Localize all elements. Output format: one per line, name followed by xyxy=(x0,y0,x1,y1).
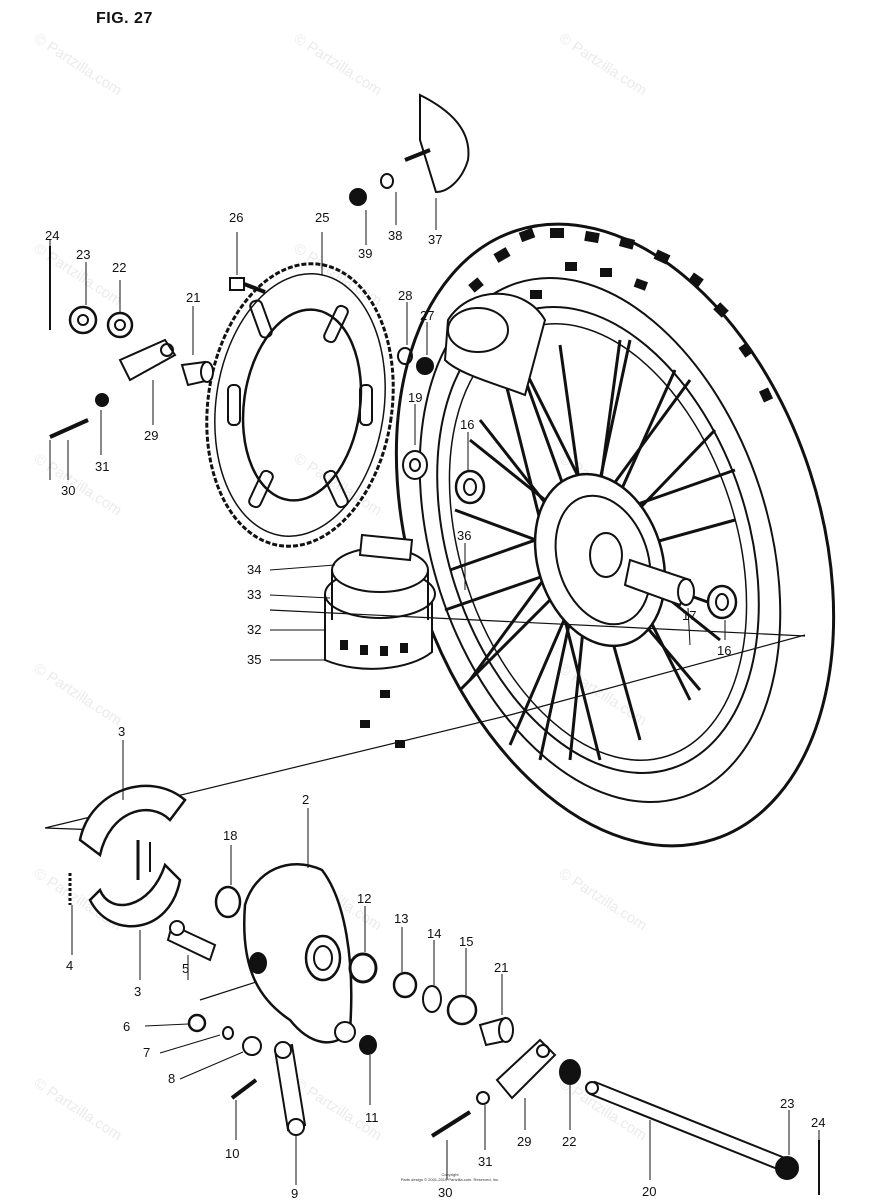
washer xyxy=(422,985,442,1013)
callout: 7 xyxy=(143,1045,150,1060)
brake-panel xyxy=(243,862,356,1044)
chain-adjuster-bottom xyxy=(495,1038,557,1100)
callout: 20 xyxy=(642,1184,656,1199)
callout: 22 xyxy=(562,1134,576,1149)
callout: 24 xyxy=(45,228,59,243)
rear-tire xyxy=(360,222,836,848)
callout: 16 xyxy=(460,417,474,432)
axle-nut xyxy=(775,1156,799,1180)
copyright-line: Parts design © 2001-2019 Partzilla.com. … xyxy=(400,1177,500,1182)
bolt xyxy=(230,1078,258,1100)
callout: 29 xyxy=(144,428,158,443)
callout: 34 xyxy=(247,562,261,577)
nut xyxy=(476,1091,490,1105)
callout: 3 xyxy=(118,724,125,739)
callout: 4 xyxy=(66,958,73,973)
spacer xyxy=(402,450,428,480)
callout: 19 xyxy=(408,390,422,405)
callout: 36 xyxy=(457,528,471,543)
callout-labels: 24 23 22 21 26 25 39 38 37 28 27 19 16 3… xyxy=(45,210,825,1200)
callout: 39 xyxy=(358,246,372,261)
axle-spacer xyxy=(478,1016,514,1047)
callout: 5 xyxy=(182,961,189,976)
leader-lines xyxy=(49,192,820,1185)
callout: 28 xyxy=(398,288,412,303)
callout: 14 xyxy=(427,926,441,941)
axle-collar xyxy=(623,558,695,607)
callout: 31 xyxy=(95,459,109,474)
callout: 35 xyxy=(247,652,261,667)
callout: 30 xyxy=(61,483,75,498)
callout: 17 xyxy=(682,608,696,623)
figure-title: FIG. 27 xyxy=(96,10,153,27)
callout: 16 xyxy=(717,643,731,658)
callout: 9 xyxy=(291,1186,298,1200)
callout: 30 xyxy=(438,1185,452,1200)
bearing-right xyxy=(706,584,738,620)
nut xyxy=(359,1035,377,1055)
collar xyxy=(446,994,478,1026)
chain-adjuster-top xyxy=(49,246,214,439)
callout: 38 xyxy=(388,228,402,243)
bearing xyxy=(348,952,378,984)
lever-nut xyxy=(187,1013,207,1033)
spacer xyxy=(392,971,418,999)
sprocket-bolt xyxy=(229,277,266,294)
callout: 29 xyxy=(517,1134,531,1149)
callout: 23 xyxy=(76,247,90,262)
callout: 18 xyxy=(223,828,237,843)
wheel-hub xyxy=(533,472,667,648)
callout: 37 xyxy=(428,232,442,247)
callout: 27 xyxy=(420,308,434,323)
copyright-line: Copyright xyxy=(441,1172,459,1177)
callout: 13 xyxy=(394,911,408,926)
washer xyxy=(222,1026,234,1040)
oil-seal xyxy=(214,885,242,919)
callout: 26 xyxy=(229,210,243,225)
callout: 15 xyxy=(459,934,473,949)
adjuster-bolt xyxy=(430,1110,472,1138)
callout: 23 xyxy=(780,1096,794,1111)
washer xyxy=(397,347,413,365)
torque-link xyxy=(273,1041,307,1136)
sprocket-drum xyxy=(324,533,436,670)
callout: 8 xyxy=(168,1071,175,1086)
callout: 12 xyxy=(357,891,371,906)
bearing-left xyxy=(454,469,486,505)
callout: 21 xyxy=(186,290,200,305)
washer xyxy=(242,1036,262,1056)
rear-sprocket xyxy=(205,262,395,548)
callout: 31 xyxy=(478,1154,492,1169)
rim-band xyxy=(443,292,547,397)
callout: 25 xyxy=(315,210,329,225)
callout: 33 xyxy=(247,587,261,602)
callout: 3 xyxy=(134,984,141,999)
nut xyxy=(349,188,367,206)
callout: 22 xyxy=(112,260,126,275)
nut xyxy=(416,357,434,375)
callout: 10 xyxy=(225,1146,239,1161)
copyright-notice: Copyright Parts design © 2001-2019 Partz… xyxy=(380,1172,520,1182)
callout: 6 xyxy=(123,1019,130,1034)
chain-guard xyxy=(404,93,470,194)
callout: 2 xyxy=(302,792,309,807)
nut xyxy=(559,1059,581,1085)
callout: 24 xyxy=(811,1115,825,1130)
rear-axle xyxy=(585,1080,792,1174)
callout: 11 xyxy=(365,1110,379,1125)
callout: 32 xyxy=(247,622,261,637)
brake-cam xyxy=(166,920,217,962)
brake-shoes xyxy=(78,784,187,928)
callout: 21 xyxy=(494,960,508,975)
washer xyxy=(380,173,394,189)
